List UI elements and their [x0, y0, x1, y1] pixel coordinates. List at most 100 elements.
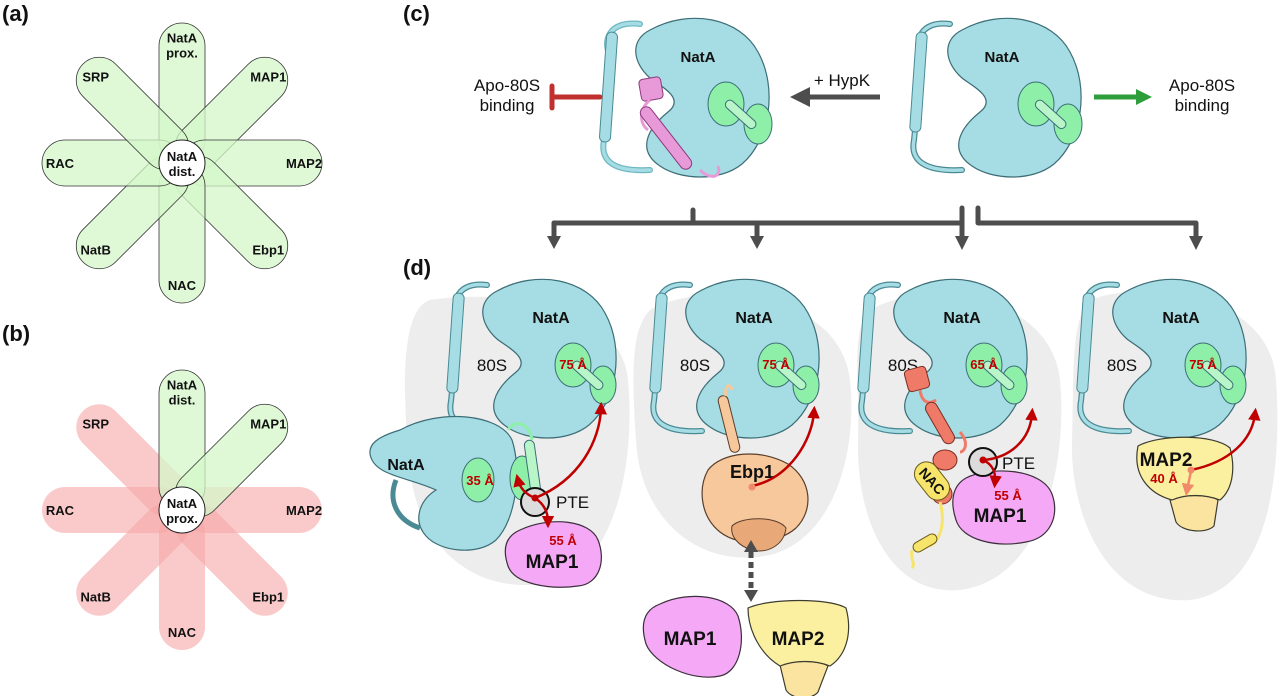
binding-states: NatA 80S 75 Å NatA 35 Å MAP1 55 Å PTE NatA 80S 75 …: [369, 278, 1261, 588]
free-map1-label: MAP1: [664, 629, 717, 650]
panel-label-d: (d): [403, 255, 431, 280]
map1-label: MAP1: [974, 506, 1027, 527]
distance-primary-label: 75 Å: [1189, 357, 1217, 372]
hypk-label: + HypK: [814, 71, 871, 90]
a-petal-label-map1: MAP1: [250, 70, 286, 85]
promote-arrow-head: [1136, 89, 1152, 105]
nac-beta: [913, 461, 951, 501]
ribosome-80s-label: 80S: [1107, 356, 1137, 375]
nata-helix-segment: [649, 292, 668, 394]
b-petal-label-nata-dist: NatA: [167, 378, 198, 393]
distance-partner-label: 55 Å: [994, 488, 1022, 503]
inhibited-apo80s-label-1: Apo-80S: [474, 76, 540, 95]
compatibility-flower-a: NatAprox.MAP1MAP2Ebp1NACNatBRACSRPNatAdi…: [41, 22, 323, 304]
b-center-label: NatA: [167, 496, 198, 511]
map1-body: [504, 521, 602, 588]
distance-arrow-primary: [1190, 407, 1261, 472]
distance-arrow-primary: [982, 407, 1038, 462]
hypk-helix: [639, 106, 693, 170]
promoted-apo80s-label-1: Apo-80S: [1169, 76, 1235, 95]
inhibit-arrow: [549, 83, 603, 111]
nata-body: [947, 17, 1082, 178]
nata-helix-segment: [909, 31, 928, 133]
inhibited-apo80s-label-2: binding: [480, 96, 535, 115]
nata-body: [1112, 278, 1247, 439]
nata-label: NatA: [680, 49, 715, 66]
map1-body: [952, 470, 1056, 545]
distance-partner-label: 55 Å: [549, 533, 577, 548]
a-petal-label-nata-prox: prox.: [166, 46, 198, 61]
map1-label: MAP1: [526, 552, 579, 573]
naa10-helix: [774, 360, 807, 391]
ebp1-body: [701, 453, 809, 543]
compatibility-flower-b: NatAdist.MAP1MAP2Ebp1NACNatBRACSRPNatApr…: [42, 369, 322, 650]
nac-domain: [903, 365, 931, 393]
naa10-helix: [571, 360, 604, 391]
free-map2-label: MAP2: [772, 629, 825, 650]
b-center-label: prox.: [166, 511, 198, 526]
distance-primary-label: 65 Å: [970, 357, 998, 372]
b-petal-label-ebp1: Ebp1: [252, 589, 284, 604]
second-nata-body: [369, 415, 518, 551]
exchange-arrow: [744, 540, 758, 602]
nata-label: NatA: [532, 310, 570, 327]
pte-label: PTE: [556, 493, 589, 512]
distance-primary-label: 75 Å: [559, 357, 587, 372]
b-petal-label-map2: MAP2: [286, 503, 322, 518]
nata-body: [482, 278, 617, 439]
pte-label: PTE: [1002, 454, 1035, 473]
panel-label-c: (c): [403, 1, 430, 26]
nata-helix-segment: [599, 31, 618, 143]
branch-arrows: [551, 205, 1199, 239]
panel-label-b: (b): [2, 321, 30, 346]
ribosome-80s-label: 80S: [680, 356, 710, 375]
ebp1-label: Ebp1: [730, 462, 774, 482]
a-center-label: NatA: [167, 149, 198, 164]
nata-label: NatA: [943, 310, 981, 327]
naa10-helix: [1201, 360, 1234, 391]
nata-helix-segment: [446, 292, 465, 394]
nata-label: NatA: [984, 49, 1019, 66]
hypk-domain: [638, 76, 664, 102]
b-center-circle: [158, 486, 206, 534]
a-petal-label-rac: RAC: [46, 156, 75, 171]
hypk-tail: [698, 165, 721, 178]
b-petal-label-rac: RAC: [46, 503, 75, 518]
distance-arrow-primary: [534, 401, 608, 500]
a-petal-label-map2: MAP2: [286, 156, 322, 171]
nata-body: [893, 278, 1028, 439]
promoted-apo80s-label-2: binding: [1175, 96, 1230, 115]
b-petal-label-natb: NatB: [81, 589, 111, 604]
second-nata-label: NatA: [387, 457, 425, 474]
naa10-helix: [1034, 99, 1067, 130]
nata-label: NatA: [1162, 310, 1200, 327]
pte-point: [531, 494, 539, 502]
a-center-label: dist.: [169, 164, 196, 179]
a-petal-label-nata-prox: NatA: [167, 31, 198, 46]
map2-body: [1136, 436, 1234, 501]
b-petal-label-map1: MAP1: [250, 417, 286, 432]
nata-helix-segment: [1076, 292, 1095, 394]
map2-point: [1187, 466, 1195, 474]
a-center-circle: [158, 139, 206, 187]
ribosome-80s-label: 80S: [477, 356, 507, 375]
map2-label: MAP2: [1140, 450, 1193, 471]
distance-primary-label: 75 Å: [762, 357, 790, 372]
nata-hypk-complex: NatA: [599, 17, 773, 178]
free-map2: MAP2: [747, 599, 850, 696]
nac-helix: [925, 401, 955, 445]
distance-second-label: 35 Å: [466, 473, 494, 488]
b-petal-label-srp: SRP: [82, 417, 109, 432]
distance-partner-label: 40 Å: [1150, 471, 1178, 486]
ebp1-lobe: [731, 518, 787, 552]
ebp1-helix: [717, 395, 741, 453]
naa10-helix: [982, 360, 1015, 391]
a-petal-label-srp: SRP: [82, 70, 109, 85]
nata-helix-segment: [857, 292, 876, 394]
distance-arrow-primary: [751, 405, 820, 488]
second-naa10-subunit: [461, 457, 495, 503]
